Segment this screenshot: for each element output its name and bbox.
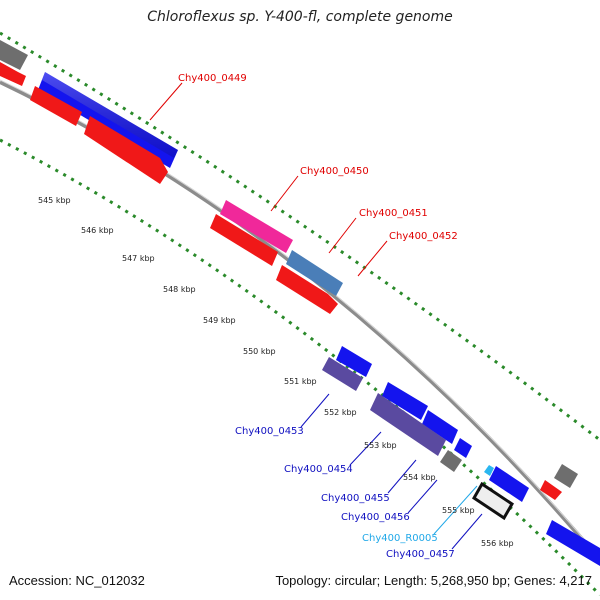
leader-0452 [357,240,388,277]
gene-label[interactable]: Chy400_0453 [235,426,304,437]
gene-gray-0456[interactable] [440,450,462,472]
leader-0449 [149,82,183,121]
gene-label[interactable]: Chy400_0455 [321,493,390,504]
accession-text: Accession: NC_012032 [9,573,145,588]
gene-gray-top[interactable] [0,40,28,70]
scale-label: 548 kbp [163,285,196,294]
outer-tick-ring [0,31,600,442]
gene-label[interactable]: Chy400_0449 [178,73,247,84]
scale-label: 546 kbp [81,226,114,235]
gene-red-0452[interactable] [276,265,338,314]
scale-label: 545 kbp [38,196,71,205]
gene-blue-0454a[interactable] [382,382,428,420]
scale-label: 552 kbp [324,408,357,417]
scale-label: 547 kbp [122,254,155,263]
gene-steel-0451[interactable] [286,250,343,296]
scale-label: 553 kbp [364,441,397,450]
leader-R0005 [433,485,478,535]
gene-dark-0455[interactable] [370,393,446,456]
gene-gray-right[interactable] [554,464,578,488]
gene-red-top-left[interactable] [0,62,26,86]
leader-0455 [387,459,417,494]
gene-red-0449b[interactable] [84,116,168,184]
gene-shade-0449 [42,72,178,158]
gene-red-right[interactable] [540,480,562,500]
scale-label: 550 kbp [243,347,276,356]
gene-red-0449a[interactable] [30,86,82,126]
leader-0453 [300,393,330,428]
gene-label[interactable]: Chy400_0450 [300,166,369,177]
gene-blue-556[interactable] [489,466,529,502]
gene-labels: Chy400_0449 Chy400_0450 Chy400_0451 Chy4… [178,73,458,560]
inner-tick-ring [0,138,600,597]
gene-dark-0453[interactable] [322,357,363,391]
genome-summary-text: Topology: circular; Length: 5,268,950 bp… [275,573,592,588]
scale-label: 549 kbp [203,316,236,325]
leader-0454 [349,431,382,466]
scale-label: 556 kbp [481,539,514,548]
gene-rna-R0005[interactable] [484,465,494,476]
label-leaders [149,82,483,550]
gene-features [0,40,600,566]
gene-blue-0454b[interactable] [422,410,458,444]
gene-blue-550[interactable] [336,346,372,377]
scale-labels: 545 kbp 546 kbp 547 kbp 548 kbp 549 kbp … [38,196,514,548]
gene-label[interactable]: Chy400_0454 [284,464,353,475]
gene-label[interactable]: Chy400_0456 [341,512,410,523]
gene-blue-bottom-right[interactable] [546,520,600,566]
scale-label: 554 kbp [403,473,436,482]
gene-red-0450[interactable] [210,214,278,266]
gene-pink-0450[interactable] [220,200,293,253]
gene-white-0457[interactable] [472,481,514,521]
scale-label: 555 kbp [442,506,475,515]
map-title: Chloroflexus sp. Y-400-fl, complete geno… [147,9,453,25]
gene-label[interactable]: Chy400_0452 [389,231,458,242]
leader-0456 [407,479,438,514]
gene-label[interactable]: Chy400_0457 [386,549,455,560]
leader-0451 [328,217,357,254]
gene-label[interactable]: Chy400_0451 [359,208,428,219]
scale-label: 551 kbp [284,377,317,386]
gene-blue-0455[interactable] [454,438,472,458]
gene-label[interactable]: Chy400_R0005 [362,533,438,544]
leader-0457 [451,513,483,550]
leader-0450 [270,175,299,212]
